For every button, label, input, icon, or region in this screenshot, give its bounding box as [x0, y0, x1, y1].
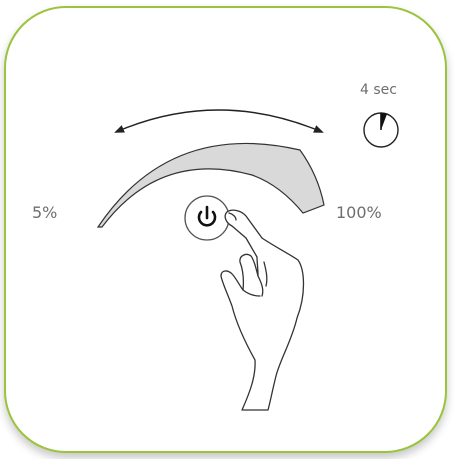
hand-icon [221, 210, 304, 410]
min-brightness-label: 5% [32, 203, 57, 222]
hold-time-label: 4 sec [360, 82, 397, 98]
stopwatch-icon [364, 113, 398, 147]
max-brightness-label: 100% [336, 203, 382, 222]
power-button[interactable] [185, 196, 229, 240]
double-arrow-icon [116, 110, 322, 132]
